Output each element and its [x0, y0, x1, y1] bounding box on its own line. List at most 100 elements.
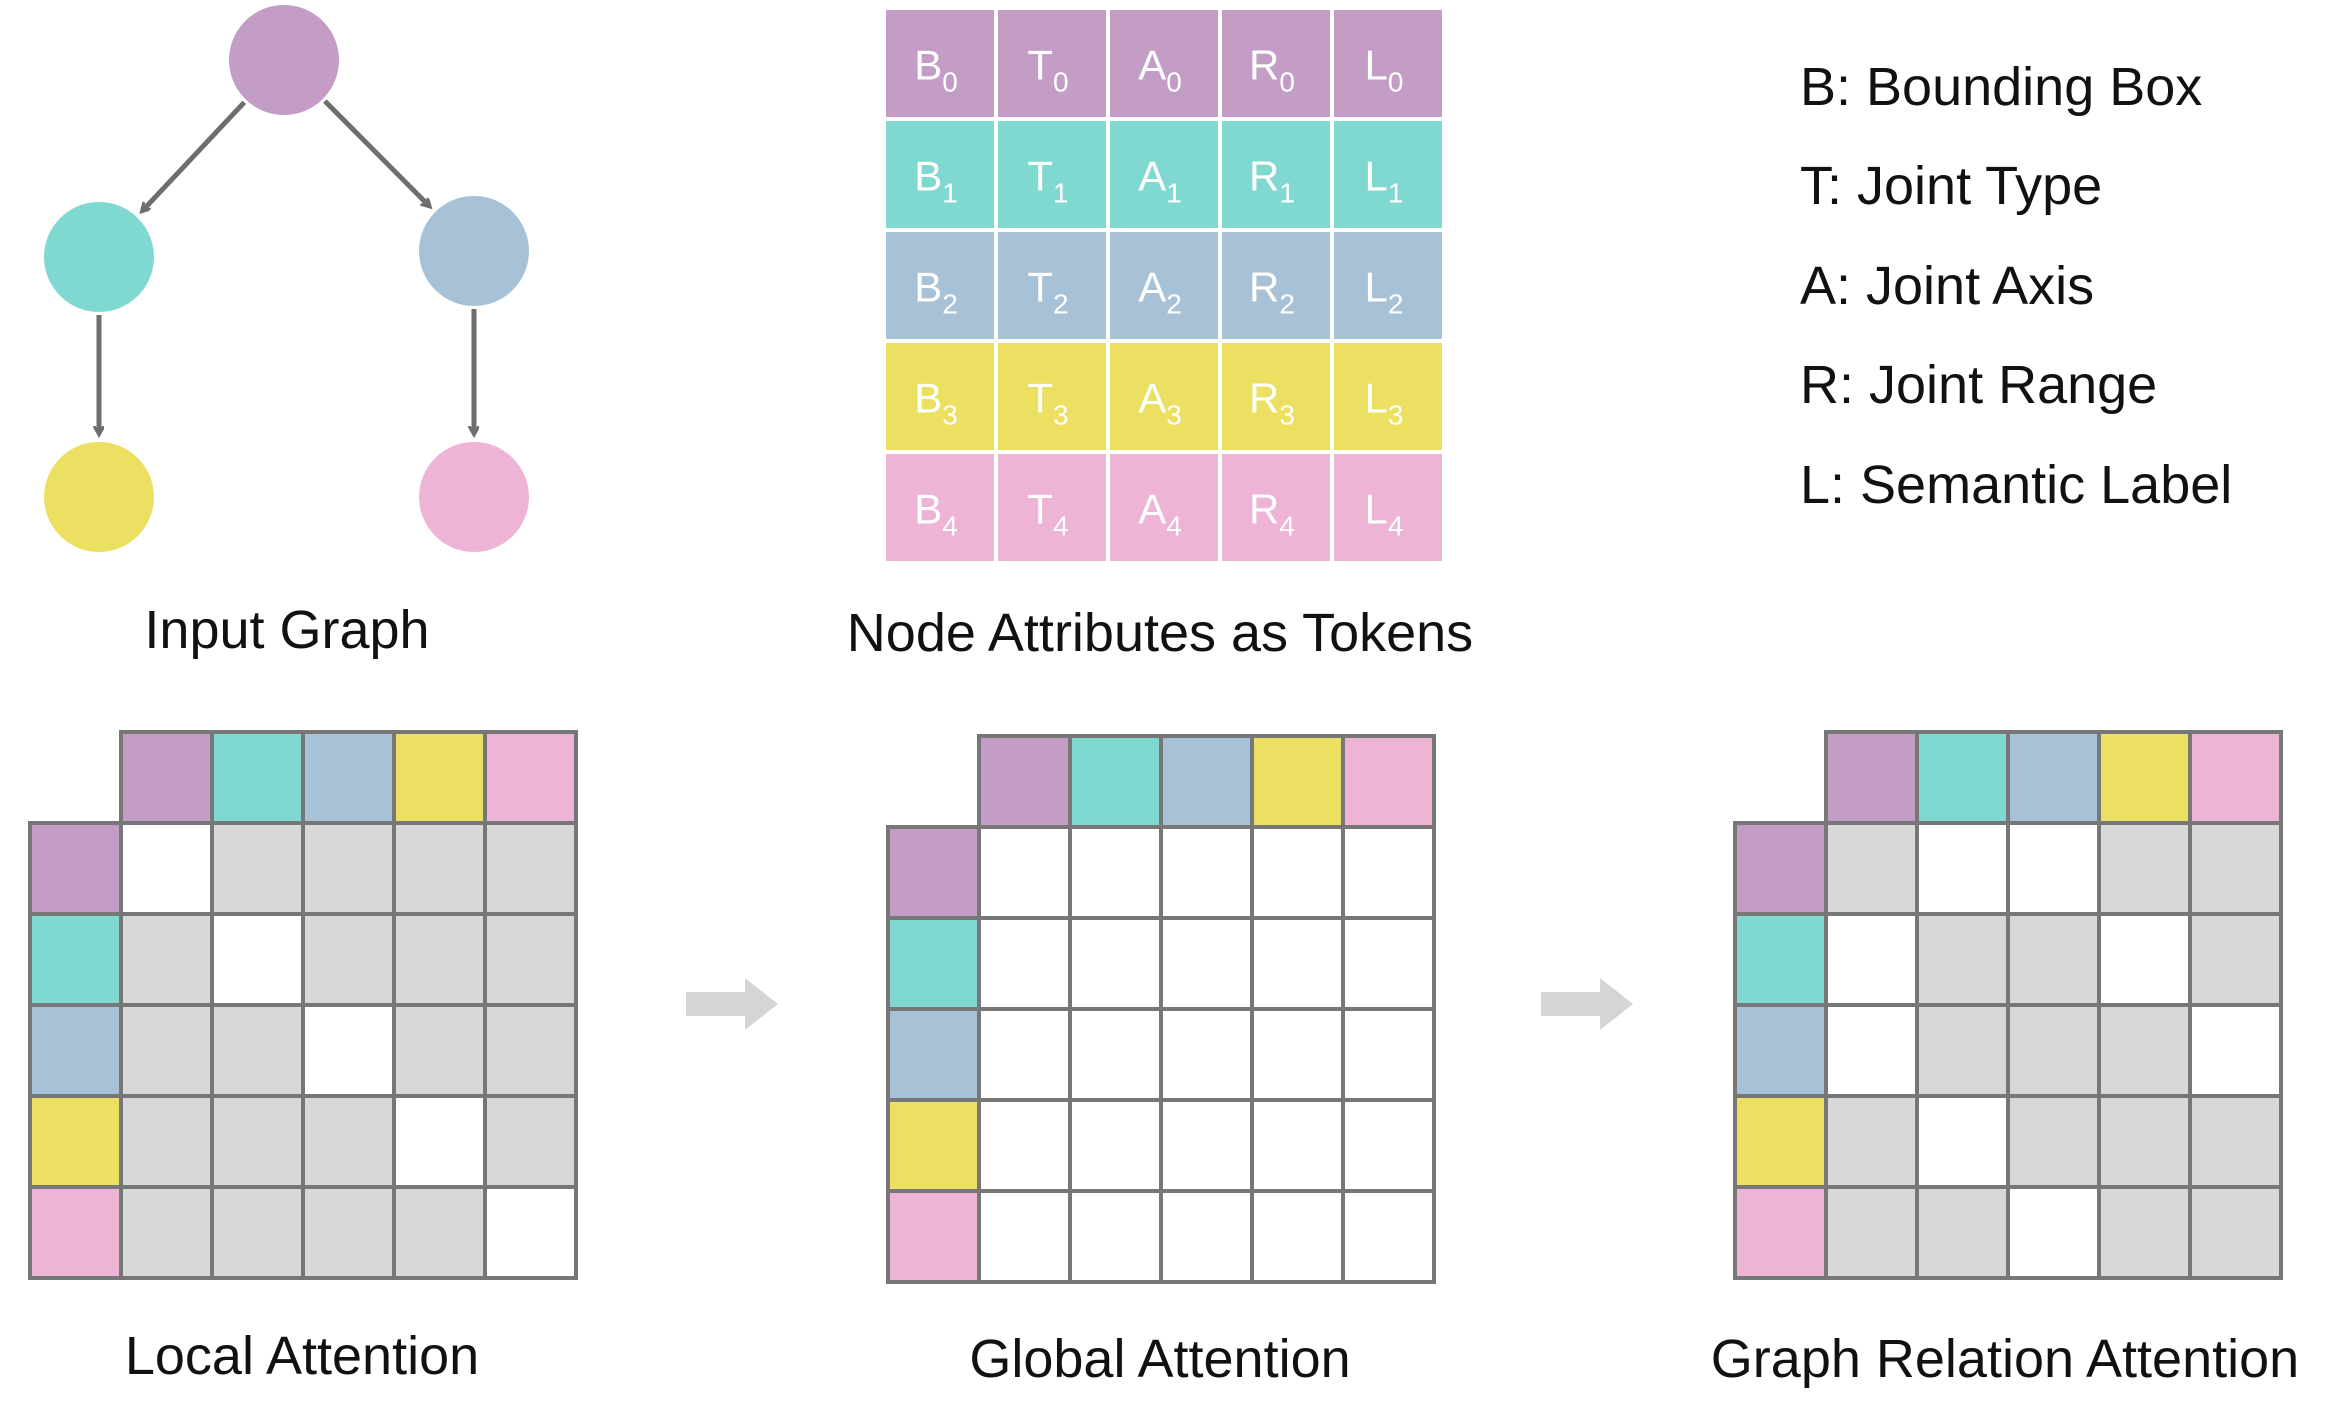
- matrix-row-header: [28, 1185, 123, 1280]
- token-label: A4: [1138, 486, 1182, 542]
- token-label: L3: [1365, 375, 1404, 431]
- attention-cell-masked: [2188, 1094, 2283, 1189]
- legend-item-semantic-label: L: Semantic Label: [1800, 455, 2232, 515]
- token-label: A0: [1138, 42, 1182, 98]
- matrix-row-header: [1733, 1185, 1828, 1280]
- attention-cell-active: [1250, 825, 1345, 920]
- graph-edge: [323, 99, 430, 206]
- attention-cell-masked: [210, 1094, 305, 1189]
- matrix-row-header: [1733, 912, 1828, 1007]
- graph-edge: [142, 100, 247, 211]
- attention-cell-active: [1159, 1098, 1254, 1193]
- token-cell: [1106, 117, 1222, 232]
- attention-cell-masked: [301, 912, 396, 1007]
- attention-cell-active: [1341, 1189, 1436, 1284]
- attention-cell-masked: [210, 1185, 305, 1280]
- attention-cell-masked: [2006, 1003, 2101, 1098]
- token-cell: [1330, 6, 1446, 121]
- attention-cell-active: [1250, 1007, 1345, 1102]
- attention-cell-masked: [2006, 1094, 2101, 1189]
- global-attention-matrix: [886, 734, 1436, 1284]
- attention-cell-active: [1159, 1189, 1254, 1284]
- attention-cell-masked: [2097, 821, 2192, 916]
- attention-cell-masked: [483, 1003, 578, 1098]
- attention-cell-masked: [2097, 1094, 2192, 1189]
- token-label: A1: [1138, 153, 1182, 209]
- matrix-row-header: [28, 1003, 123, 1098]
- global-attention-caption: Global Attention: [969, 1329, 1350, 1389]
- token-label: R4: [1249, 486, 1295, 542]
- token-label: T1: [1027, 153, 1068, 209]
- attention-cell-active: [483, 1185, 578, 1280]
- attention-cell-active: [1824, 1003, 1919, 1098]
- attention-cell-masked: [483, 821, 578, 916]
- legend-item-joint-axis: A: Joint Axis: [1800, 256, 2094, 316]
- attention-cell-masked: [392, 1185, 487, 1280]
- attention-cell-active: [2097, 912, 2192, 1007]
- graph-node-1: [44, 202, 154, 312]
- attention-cell-active: [1068, 1098, 1163, 1193]
- token-grid-caption: Node Attributes as Tokens: [847, 603, 1473, 663]
- token-label: T4: [1027, 486, 1068, 542]
- attention-cell-masked: [1915, 912, 2010, 1007]
- attention-cell-masked: [119, 1185, 214, 1280]
- attention-cell-active: [977, 825, 1072, 920]
- attention-cell-masked: [2097, 1185, 2192, 1280]
- token-label: L2: [1365, 264, 1404, 320]
- attention-cell-masked: [2006, 912, 2101, 1007]
- attention-cell-masked: [483, 1094, 578, 1189]
- token-cell: [994, 117, 1110, 232]
- token-cell: [1330, 228, 1446, 343]
- attention-cell-masked: [1915, 1185, 2010, 1280]
- token-label: B3: [914, 375, 958, 431]
- attention-cell-masked: [2097, 1003, 2192, 1098]
- graph-node-2: [419, 196, 529, 306]
- attention-cell-active: [210, 912, 305, 1007]
- matrix-row-header: [886, 1098, 981, 1193]
- token-label: B4: [914, 486, 958, 542]
- attention-cell-masked: [2188, 1185, 2283, 1280]
- attention-cell-active: [977, 1007, 1072, 1102]
- attention-cell-masked: [301, 821, 396, 916]
- matrix-column-header: [301, 730, 396, 825]
- token-cell: [994, 6, 1110, 121]
- attention-cell-masked: [301, 1185, 396, 1280]
- token-cell: [1330, 117, 1446, 232]
- token-label: B0: [914, 42, 958, 98]
- attention-cell-active: [1915, 821, 2010, 916]
- matrix-column-header: [1250, 734, 1345, 829]
- matrix-column-header: [119, 730, 214, 825]
- token-cell: [994, 228, 1110, 343]
- attention-cell-active: [392, 1094, 487, 1189]
- attention-cell-active: [2188, 1003, 2283, 1098]
- matrix-column-header: [2097, 730, 2192, 825]
- token-label: B2: [914, 264, 958, 320]
- attention-cell-active: [1250, 1098, 1345, 1193]
- attention-cell-masked: [2188, 821, 2283, 916]
- attention-cell-masked: [392, 912, 487, 1007]
- token-label: R0: [1249, 42, 1295, 98]
- graph-node-3: [44, 442, 154, 552]
- attention-cell-active: [1250, 1189, 1345, 1284]
- attention-cell-active: [1341, 825, 1436, 920]
- matrix-row-header: [28, 1094, 123, 1189]
- matrix-column-header: [1341, 734, 1436, 829]
- attention-cell-masked: [483, 912, 578, 1007]
- matrix-row-header: [1733, 1003, 1828, 1098]
- transition-arrow-1: [686, 978, 778, 1030]
- token-label: R1: [1249, 153, 1295, 209]
- token-label: T3: [1027, 375, 1068, 431]
- attention-cell-active: [977, 916, 1072, 1011]
- token-label: R3: [1249, 375, 1295, 431]
- legend-item-joint-range: R: Joint Range: [1800, 355, 2157, 415]
- matrix-column-header: [210, 730, 305, 825]
- attention-cell-active: [1824, 912, 1919, 1007]
- attention-cell-active: [301, 1003, 396, 1098]
- attention-cell-masked: [119, 1003, 214, 1098]
- local-attention-caption: Local Attention: [125, 1326, 479, 1386]
- matrix-row-header: [28, 821, 123, 916]
- attention-cell-active: [1159, 1007, 1254, 1102]
- attention-cell-masked: [1824, 1094, 1919, 1189]
